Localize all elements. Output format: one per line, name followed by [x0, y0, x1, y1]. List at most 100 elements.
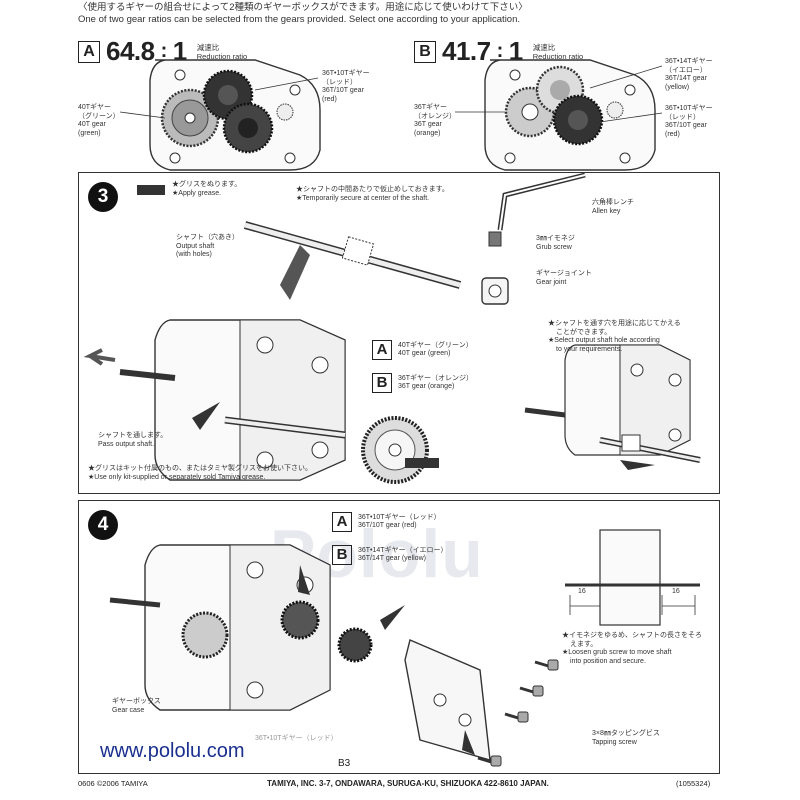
step3-joint-label: ギヤージョイント Gear joint [536, 270, 592, 287]
ratio-b-one: 1 [508, 36, 523, 66]
step3-option-a: A 40Tギヤー（グリーン） 40T gear (green) [372, 340, 473, 360]
step3-joint-en: Gear joint [536, 278, 567, 286]
step3-select-note: ★シャフトを通す穴を用途に応じてかえる ことができます。 ★Select out… [548, 320, 681, 354]
step4-number: 4 [88, 510, 118, 540]
pololu-url[interactable]: www.pololu.com [100, 740, 245, 762]
step3-option-a-jp: 40Tギヤー（グリーン） [398, 341, 473, 349]
step4-option-b-letter: B [332, 545, 352, 565]
step3-option-b-letter: B [372, 373, 392, 393]
ratio-b-label-en: Reduction ratio [532, 51, 584, 61]
ratio-a-left-jp1: 40Tギヤー [78, 104, 112, 111]
ratio-a-label-en: Reduction ratio [196, 51, 248, 61]
step3-use-en: ★Use only kit-supplied or separately sol… [88, 473, 266, 481]
step3-grease-en: ★Apply grease. [172, 189, 222, 197]
ratio-b-gear-36t14t-label: 36T•14Tギヤー （イエロー） 36T/14T gear (yellow) [665, 58, 713, 92]
step3-select-en2: to your requirements. [556, 345, 623, 353]
step4-option-a: A 36T•10Tギヤー（レッド） 36T/10T gear (red) [332, 512, 441, 532]
ratio-a-left-en2: (green) [78, 129, 101, 137]
ratio-a-one: 1 [172, 36, 187, 66]
step4-loosen-jp1: ★イモネジをゆるめ、シャフトの長さをそろ [562, 632, 702, 639]
gearbox-b-diagram [455, 59, 663, 171]
step3-temp-jp: ★シャフトの中間あたりで仮止めしておきます。 [296, 186, 449, 193]
step3-shaft-en2: (with holes) [176, 251, 212, 258]
footer-copyright: 0606 ©2006 TAMIYA [78, 779, 148, 788]
step4-gearcase-jp: ギヤーボックス [112, 698, 161, 705]
step4-option-a-en: 36T/10T gear (red) [358, 522, 417, 529]
step4-gearcase-label: ギヤーボックス Gear case [112, 698, 161, 715]
ratio-b-top-en2: (yellow) [665, 83, 690, 91]
step4-dim-right: 16 [672, 588, 680, 595]
ratio-a-right-jp1: 36T•10Tギヤー [322, 70, 370, 77]
step4-gearcase-en: Gear case [112, 706, 145, 714]
step3-use-note: ★グリスはキット付属のもの、またはタミヤ製グリスをお使い下さい。 ★Use on… [88, 465, 312, 482]
ratio-a-right-jp2: （レッド） [322, 78, 357, 86]
step3-shaft-jp: シャフト（穴あき） [176, 234, 239, 241]
ratio-b-left-en1: 36T gear [414, 121, 442, 128]
step4-loosen-en1: ★Loosen grub screw to move shaft [562, 649, 672, 656]
step4-tapping-en: Tapping screw [592, 738, 637, 746]
step3-grub-label: 3㎜イモネジ Grub screw [536, 235, 575, 252]
step4-tapping-label: 3×8㎜タッピングビス Tapping screw [592, 730, 660, 747]
ratio-a-label: 減速比 Reduction ratio [197, 43, 247, 61]
ratio-b-top-jp2: （イエロー） [665, 66, 707, 74]
step3-select-en1: ★Select output shaft hole according [548, 337, 660, 344]
ratio-b-mid-en2: (red) [665, 130, 680, 138]
step3-shaft-label: シャフト（穴あき） Output shaft (with holes) [176, 234, 239, 260]
ratio-b-mid-jp2: （レッド） [665, 113, 700, 121]
intro-jp: 〈使用するギヤーの組合せによって2種類のギヤーボックスができます。用途に応じて使… [78, 2, 528, 13]
step3-option-b-jp: 36Tギヤー（オレンジ） [398, 374, 474, 382]
tapping-screws [477, 659, 559, 767]
step3-option-a-letter: A [372, 340, 392, 360]
step4-loosen-en2: into position and secure. [570, 657, 646, 665]
ratio-a-letter: A [78, 40, 100, 63]
step3-select-jp1: ★シャフトを通す穴を用途に応じてかえる [548, 320, 681, 327]
ratio-b-value: 41.7 [442, 36, 491, 66]
step3-grub-en: Grub screw [536, 243, 572, 251]
step3-option-b: B 36Tギヤー（オレンジ） 36T gear (orange) [372, 373, 473, 393]
step4-option-b: B 36T•14Tギヤー（イエロー） 36T/14T gear (yellow) [332, 545, 448, 565]
ratio-b-sep: : [496, 40, 504, 62]
step3-shaft-en1: Output shaft [176, 242, 215, 250]
step4-loosen-jp2: えます。 [570, 640, 598, 648]
ratio-a-gear-40t-label: 40Tギヤー （グリーン） 40T gear (green) [78, 104, 120, 138]
ratio-b-top-jp1: 36T•14Tギヤー [665, 58, 713, 65]
ratio-a-right-en2: (red) [322, 95, 337, 103]
ratio-b-left-en2: (orange) [414, 129, 441, 137]
ratio-b-letter: B [414, 40, 436, 63]
intro-text: 〈使用するギヤーの組合せによって2種類のギヤーボックスができます。用途に応じて使… [78, 2, 528, 25]
footer-address: TAMIYA, INC. 3-7, ONDAWARA, SURUGA-KU, S… [267, 779, 549, 788]
ratio-b-top-en1: 36T/14T gear [665, 75, 707, 82]
step3-option-b-en: 36T gear (orange) [398, 383, 455, 390]
step4-loosen-note: ★イモネジをゆるめ、シャフトの長さをそろ えます。 ★Loosen grub s… [562, 632, 702, 666]
step3-temp-note: ★シャフトの中間あたりで仮止めしておきます。 ★Temporarily secu… [296, 186, 449, 203]
step4-part-b3: B3 [338, 758, 351, 769]
ratio-b-gear-36t10t-label: 36T•10Tギヤー （レッド） 36T/10T gear (red) [665, 105, 713, 139]
step3-temp-en: ★Temporarily secure at center of the sha… [296, 194, 430, 202]
ratio-a-header: A 64.8 : 1 減速比 Reduction ratio [78, 36, 247, 67]
step3-select-jp2: ことができます。 [556, 328, 612, 336]
step4-dim-left: 16 [578, 588, 586, 595]
step4-faded-label: 36T•10Tギヤー（レッド） [255, 735, 338, 742]
ratio-a-left-jp2: （グリーン） [78, 112, 120, 120]
step3-grease-jp: ★グリスをぬります。 [172, 181, 242, 188]
ratio-a-right-en1: 36T/10T gear [322, 87, 364, 94]
ratio-a-label-jp: 減速比 [196, 42, 220, 52]
ratio-b-left-jp2: （オレンジ） [414, 112, 456, 120]
step4-option-b-jp: 36T•14Tギヤー（イエロー） [358, 546, 448, 554]
footer-part-number: (1055324) [676, 779, 711, 788]
step4-option-a-jp: 36T•10Tギヤー（レッド） [358, 513, 441, 521]
ratio-b-mid-en1: 36T/10T gear [665, 122, 707, 129]
step3-option-a-en: 40T gear (green) [398, 350, 451, 357]
ratio-b-left-jp1: 36Tギヤー [414, 104, 448, 111]
step3-pass-label: シャフトを通します。 Pass output shaft. [98, 432, 167, 449]
gearbox-a-diagram [119, 59, 321, 171]
ratio-b-mid-jp1: 36T•10Tギヤー [665, 105, 713, 112]
intro-en: One of two gear ratios can be selected f… [78, 13, 521, 25]
ratio-b-label-jp: 減速比 [532, 42, 556, 52]
ratio-b-gear-36t-label: 36Tギヤー （オレンジ） 36T gear (orange) [414, 104, 456, 138]
step3-allen-label: 六角棒レンチ Allen key [592, 199, 634, 216]
ratio-a-gear-36t10t-label: 36T•10Tギヤー （レッド） 36T/10T gear (red) [322, 70, 370, 104]
ratio-a-sep: : [160, 40, 168, 62]
ratio-a-left-en1: 40T gear [78, 121, 106, 128]
step3-joint-jp: ギヤージョイント [536, 270, 592, 277]
